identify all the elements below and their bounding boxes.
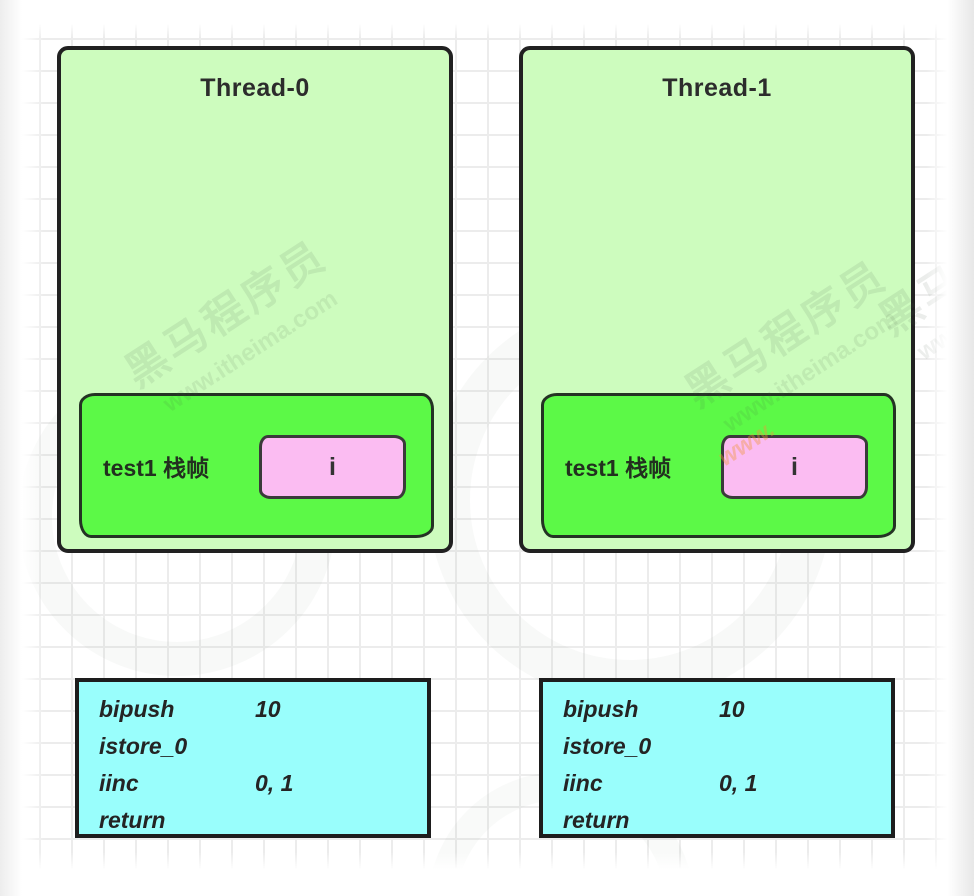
bytecode-mnemonic: iinc xyxy=(563,770,603,796)
thread-0-stack-frame: test1 栈帧 i xyxy=(79,393,434,538)
local-variable-slot: i xyxy=(259,435,406,499)
bytecode-line: iinc 0, 1 xyxy=(563,765,891,802)
bytecode-mnemonic: iinc xyxy=(99,770,139,796)
bytecode-mnemonic: istore_0 xyxy=(563,733,652,759)
local-variable-slot: i xyxy=(721,435,868,499)
bytecode-operand: 10 xyxy=(719,696,745,722)
bytecode-line: iinc 0, 1 xyxy=(99,765,427,802)
thread-1-panel: Thread-1 test1 栈帧 i xyxy=(519,46,915,553)
bytecode-operand: 0, 1 xyxy=(719,770,758,796)
stack-frame-label: test1 栈帧 xyxy=(565,454,672,481)
bytecode-line: return xyxy=(99,802,427,839)
bytecode-mnemonic: bipush xyxy=(99,696,175,722)
bytecode-operand: 10 xyxy=(255,696,281,722)
thread-0-bytecode-box: bipush 10 istore_0 iinc 0, 1 return xyxy=(75,678,431,838)
bytecode-operand: 0, 1 xyxy=(255,770,294,796)
bytecode-line: bipush 10 xyxy=(99,691,427,728)
thread-0-title: Thread-0 xyxy=(200,74,310,102)
thread-1-stack-frame: test1 栈帧 i xyxy=(541,393,896,538)
bytecode-mnemonic: return xyxy=(99,807,166,833)
thread-1-bytecode-box: bipush 10 istore_0 iinc 0, 1 return xyxy=(539,678,895,838)
bytecode-line: istore_0 xyxy=(563,728,891,765)
thread-1-title: Thread-1 xyxy=(662,74,772,102)
thread-0-panel: Thread-0 test1 栈帧 i xyxy=(57,46,453,553)
bytecode-mnemonic: bipush xyxy=(563,696,639,722)
bytecode-mnemonic: istore_0 xyxy=(99,733,188,759)
bytecode-line: istore_0 xyxy=(99,728,427,765)
bytecode-line: return xyxy=(563,802,891,839)
bytecode-mnemonic: return xyxy=(563,807,630,833)
bytecode-line: bipush 10 xyxy=(563,691,891,728)
stack-frame-label: test1 栈帧 xyxy=(103,454,210,481)
